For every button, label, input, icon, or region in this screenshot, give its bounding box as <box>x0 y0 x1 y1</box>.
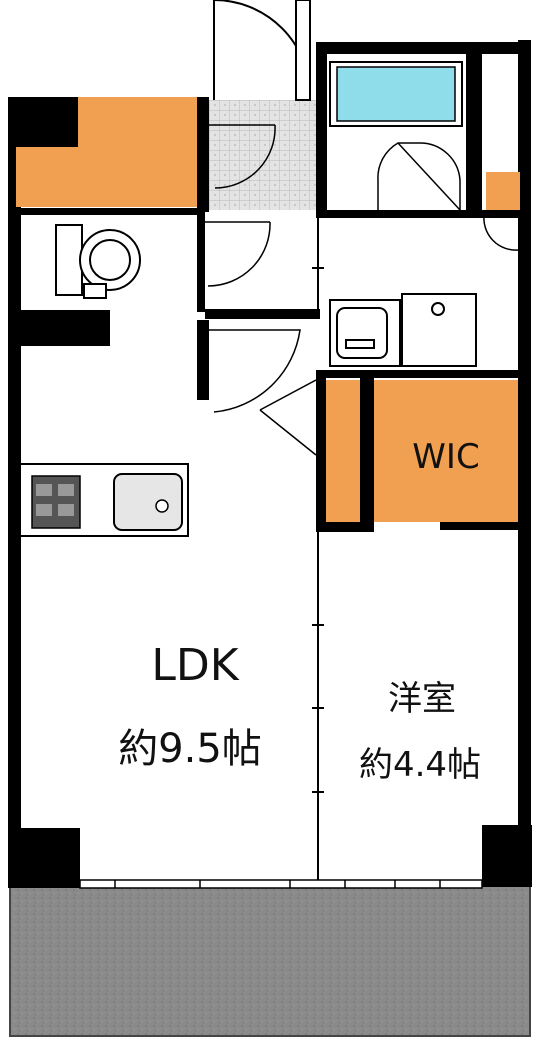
exterior-walls <box>8 40 532 888</box>
washer-pan-icon <box>401 293 477 367</box>
balcony <box>9 885 531 1037</box>
wic-label: WIC <box>412 437 479 477</box>
toilet-door <box>205 221 271 287</box>
sink-icon <box>113 473 183 531</box>
stove-icon <box>31 475 81 529</box>
kitchen-counter <box>19 463 189 537</box>
wic-area <box>374 380 518 522</box>
entrance-door <box>213 0 312 101</box>
storage-areas <box>8 97 520 522</box>
balcony-windows <box>79 879 483 889</box>
entrance-floor <box>209 100 316 210</box>
bathtub-icon <box>329 61 463 127</box>
ldk-label: LDK <box>151 640 239 691</box>
room-partition <box>312 215 324 880</box>
corridor-doors <box>209 124 519 456</box>
western-room-area-label: 約4.4帖 <box>359 745 481 785</box>
western-room-label: 洋室 <box>388 679 456 719</box>
ldk-area-label: 約9.5帖 <box>118 726 262 772</box>
interior-walls <box>316 210 526 532</box>
bathroom-door <box>377 142 461 211</box>
washbasin-icon <box>329 299 401 367</box>
toilet-icon <box>55 224 141 299</box>
